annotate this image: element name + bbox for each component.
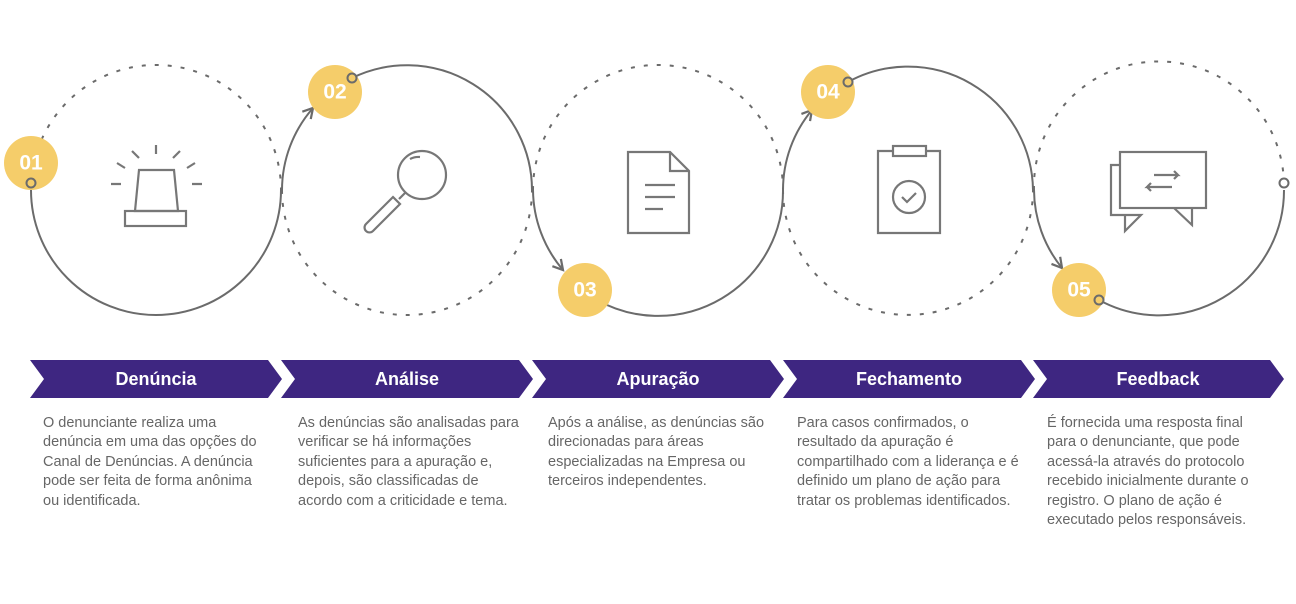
svg-text:Fechamento: Fechamento [856,369,962,389]
banner-apuracao: Apuração [532,360,784,398]
svg-text:05: 05 [1067,279,1091,302]
siren-icon [111,145,202,228]
svg-text:01: 01 [19,152,43,175]
svg-text:02: 02 [323,81,346,104]
svg-text:Apuração: Apuração [616,369,699,389]
badge-01: 01 [4,136,58,190]
circle-3-bottom-solid [532,189,565,272]
magnifier-icon [363,149,448,234]
circle-4-bottom-dashed [782,189,1034,316]
badge-04: 04 [801,65,855,119]
svg-text:Feedback: Feedback [1116,369,1200,389]
svg-text:Denúncia: Denúncia [115,369,197,389]
circle-5-bottom-solid [1033,189,1064,270]
banner-denuncia: Denúncia [30,360,282,398]
chat-exchange-icon [1109,150,1208,234]
circle-1-top-dashed [30,64,282,191]
badge-03: 03 [558,263,612,317]
banner-analise: Análise [281,360,533,398]
banner-feedback: Feedback [1033,360,1284,398]
svg-text:03: 03 [573,279,596,302]
circle-2-bottom-dashed [281,189,533,316]
svg-text:04: 04 [816,81,840,104]
step-description-fechamento: Para casos confirmados, o resultado da a… [797,415,1019,509]
step-description-feedback: É fornecida uma resposta final para o de… [1047,415,1249,529]
circle-1-bottom-solid [30,189,282,316]
circle-4-top-solid [782,108,814,191]
step-description-analise: As denúncias são analisadas para verific… [298,415,519,509]
badge-05: 05 [1052,263,1106,317]
circle-3-top-dashed [532,64,784,191]
banner-fechamento: Fechamento [783,360,1035,398]
clipboard-check-icon [876,144,942,235]
document-icon [626,150,691,235]
node-markers [25,72,1290,306]
step-description-apuracao: Após a análise, as denúncias são direcio… [548,415,765,490]
circle-5-top-dashed [1032,60,1285,191]
step-description-denuncia: O denunciante realiza uma denúncia em um… [43,415,257,509]
svg-text:Análise: Análise [375,369,439,389]
circle-2-top-solid [281,106,315,191]
